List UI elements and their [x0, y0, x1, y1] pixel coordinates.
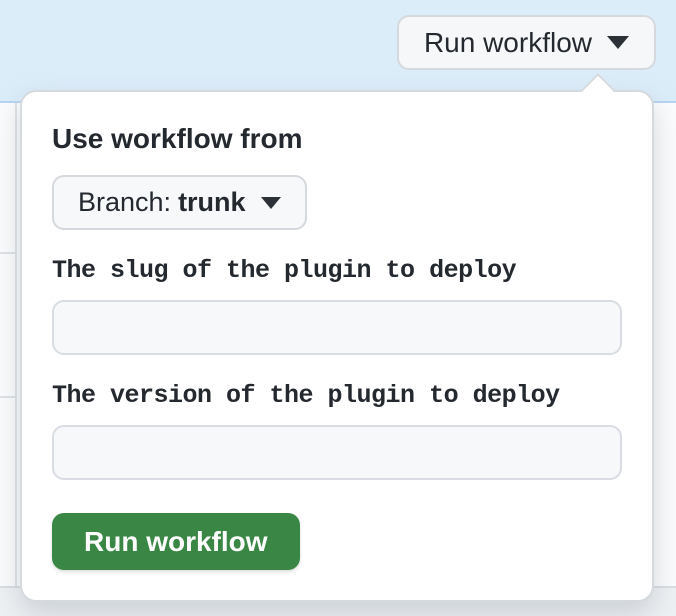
plugin-slug-input[interactable]: [52, 300, 622, 355]
run-workflow-dropdown-label: Run workflow: [423, 26, 592, 58]
branch-selector-button[interactable]: Branch:trunk: [52, 175, 307, 230]
run-workflow-dropdown-button[interactable]: Run workflow: [396, 15, 656, 70]
list-row-divider: [0, 252, 16, 254]
branch-prefix-label: Branch:: [78, 187, 172, 217]
plugin-version-input[interactable]: [52, 425, 622, 480]
run-workflow-submit-button[interactable]: Run workflow: [52, 513, 300, 570]
use-workflow-from-heading: Use workflow from: [52, 123, 303, 154]
selected-branch-name: trunk: [178, 187, 246, 217]
run-workflow-popover: Use workflow from Branch:trunk The slug …: [20, 73, 654, 602]
list-row-divider: [0, 396, 16, 398]
plugin-slug-label: The slug of the plugin to deploy: [52, 256, 517, 285]
branch-selector-text: Branch:trunk: [78, 187, 246, 218]
triangle-down-icon: [260, 196, 281, 209]
plugin-version-label: The version of the plugin to deploy: [52, 381, 560, 410]
triangle-down-icon: [607, 36, 629, 49]
run-workflow-submit-label: Run workflow: [84, 525, 268, 557]
runs-list-left-border: [15, 103, 17, 586]
